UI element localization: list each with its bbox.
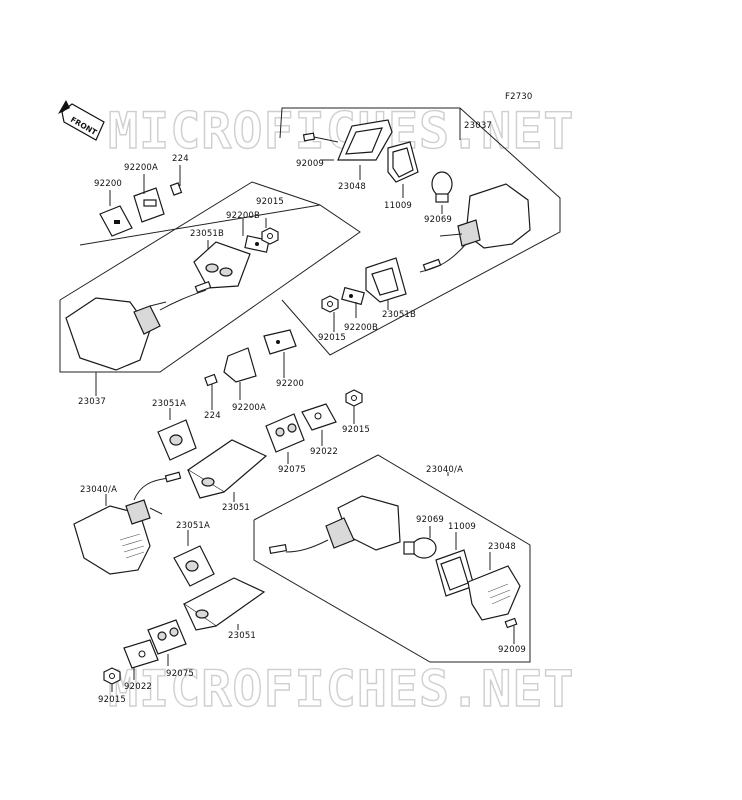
callout-23037-right: 23037 — [464, 121, 492, 131]
callout-92075-center: 92075 — [278, 465, 306, 475]
left-front-grommet-23051a — [173, 545, 215, 587]
callout-92015-center: 92015 — [342, 425, 370, 435]
callout-92200b-right: 92200B — [344, 323, 378, 333]
callout-23051a-bottom: 23051A — [176, 521, 210, 531]
figure-code: F2730 — [505, 92, 533, 102]
callout-23051b-right: 23051B — [382, 310, 416, 320]
watermark-top: MICROFICHES.NET — [108, 102, 575, 160]
leader-lines — [95, 159, 515, 692]
left-front-stay-23051 — [182, 577, 266, 631]
center-grommet-23051a — [157, 419, 197, 461]
right-rear-signal-housing — [419, 183, 531, 273]
callout-224-center: 224 — [204, 411, 221, 421]
group-frame-right-front — [253, 454, 531, 663]
center-bracket-upper — [204, 329, 297, 387]
left-rear-bracket — [99, 182, 183, 237]
callout-23037-left: 23037 — [78, 397, 106, 407]
callout-labels: 23037 92009 23048 11009 92069 224 92200A… — [78, 121, 526, 705]
left-rear-grommet — [193, 241, 251, 289]
right-rear-gasket — [387, 141, 419, 183]
callout-23040a-left: 23040/A — [80, 485, 117, 495]
callout-23040a-right: 23040/A — [426, 465, 463, 475]
left-rear-signal-housing — [65, 281, 212, 371]
right-rear-signal-lens — [302, 119, 393, 161]
center-cushion-92075 — [265, 413, 305, 453]
callout-92022-center: 92022 — [310, 447, 338, 457]
callout-92200b-left: 92200B — [226, 211, 260, 221]
callout-23051a-center: 23051A — [152, 399, 186, 409]
left-rear-plate-nut — [244, 227, 279, 253]
callout-92069-bottom: 92069 — [416, 515, 444, 525]
callout-92009-top: 92009 — [296, 159, 324, 169]
callout-23051-center: 23051 — [222, 503, 250, 513]
right-rear-grommet — [365, 257, 407, 303]
callout-92015-upper-left: 92015 — [256, 197, 284, 207]
callout-92075-bottom: 92075 — [166, 669, 194, 679]
callout-92022-bottom: 92022 — [124, 682, 152, 692]
center-plate-92022 — [301, 403, 337, 431]
callout-92200-center: 92200 — [276, 379, 304, 389]
callout-92200-top: 92200 — [94, 179, 122, 189]
callout-23051-bottom: 23051 — [228, 631, 256, 641]
right-front-bulb — [403, 537, 437, 559]
callout-92200a-top: 92200A — [124, 163, 158, 173]
callout-11009-bottom: 11009 — [448, 522, 476, 532]
right-front-lens — [467, 565, 521, 629]
left-front-signal-housing — [73, 471, 182, 575]
callout-92069-top: 92069 — [424, 215, 452, 225]
group-frame-right-rear — [279, 107, 561, 356]
callout-92200a-center: 92200A — [232, 403, 266, 413]
callout-92009-bottom: 92009 — [498, 645, 526, 655]
callout-23051b-left: 23051B — [190, 229, 224, 239]
front-arrow-icon: FRONT — [58, 100, 105, 141]
callout-92015-right: 92015 — [318, 333, 346, 343]
callout-224-top: 224 — [172, 154, 189, 164]
callout-92015-bottom: 92015 — [98, 695, 126, 705]
callout-11009-top: 11009 — [384, 201, 412, 211]
callout-23048-top: 23048 — [338, 182, 366, 192]
right-rear-bulb — [431, 171, 453, 203]
right-rear-plate-nut — [321, 286, 365, 313]
group-frame-left-rear — [59, 181, 361, 373]
callout-23048-bottom: 23048 — [488, 542, 516, 552]
right-front-signal-housing — [268, 495, 401, 555]
watermark-bottom: MICROFICHES.NET — [108, 660, 575, 718]
center-stay-23051 — [186, 439, 268, 499]
center-nut-92015 — [345, 389, 363, 407]
right-front-gasket — [435, 549, 475, 597]
left-front-washers — [103, 619, 187, 685]
